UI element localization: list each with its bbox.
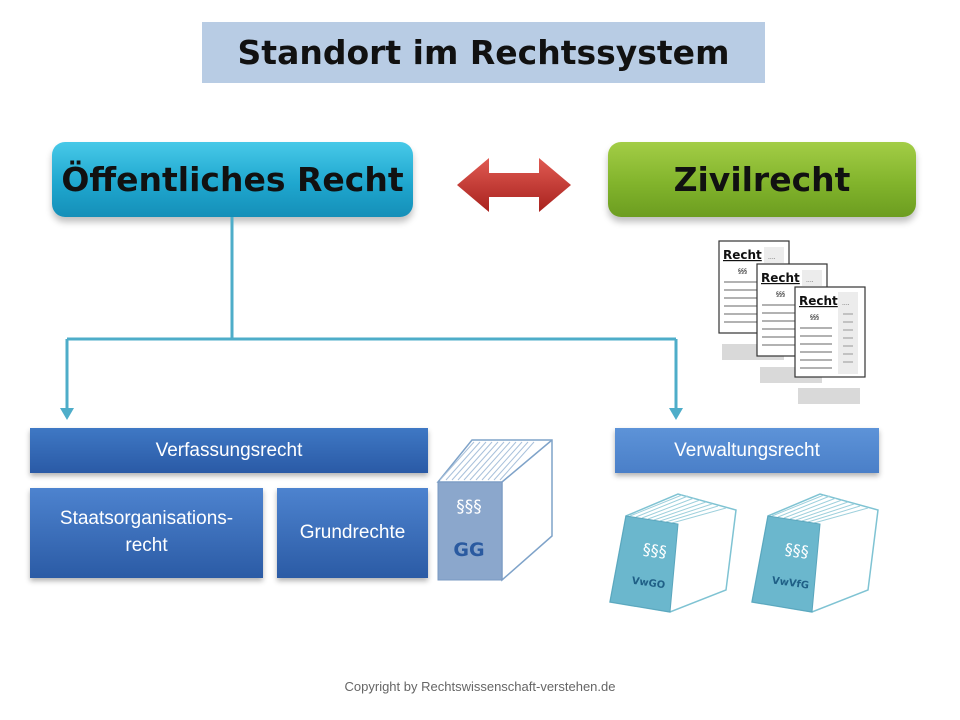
vwgo-book-icon: §§§ VwGO: [609, 493, 737, 613]
gg-book-icon: §§§ GG: [436, 439, 553, 582]
vwvfg-book-symbol: §§§: [784, 539, 810, 561]
staatsorganisationsrecht-box: Staatsorganisations-recht: [30, 488, 263, 578]
civil-law-box: Zivilrecht: [608, 142, 916, 217]
vwvfg-book-label: VwVfG: [771, 575, 809, 591]
page-title: Standort im Rechtssystem: [202, 22, 765, 83]
verfassungsrecht-bar: Verfassungsrecht: [30, 428, 428, 473]
vwgo-book-symbol: §§§: [642, 539, 668, 561]
public-law-box: Öffentliches Recht: [52, 142, 413, 217]
double-arrow-icon: [457, 158, 571, 212]
vwvfg-book-icon: §§§ VwVfG: [751, 493, 879, 613]
gg-book-symbol: §§§: [456, 497, 482, 517]
grundrechte-box: Grundrechte: [277, 488, 428, 578]
copyright-text: Copyright by Rechtswissenschaft-verstehe…: [344, 679, 616, 694]
verwaltungsrecht-bar: Verwaltungsrecht: [615, 428, 879, 473]
vwgo-book-label: VwGO: [631, 576, 666, 592]
gg-book-label: GG: [453, 539, 484, 561]
